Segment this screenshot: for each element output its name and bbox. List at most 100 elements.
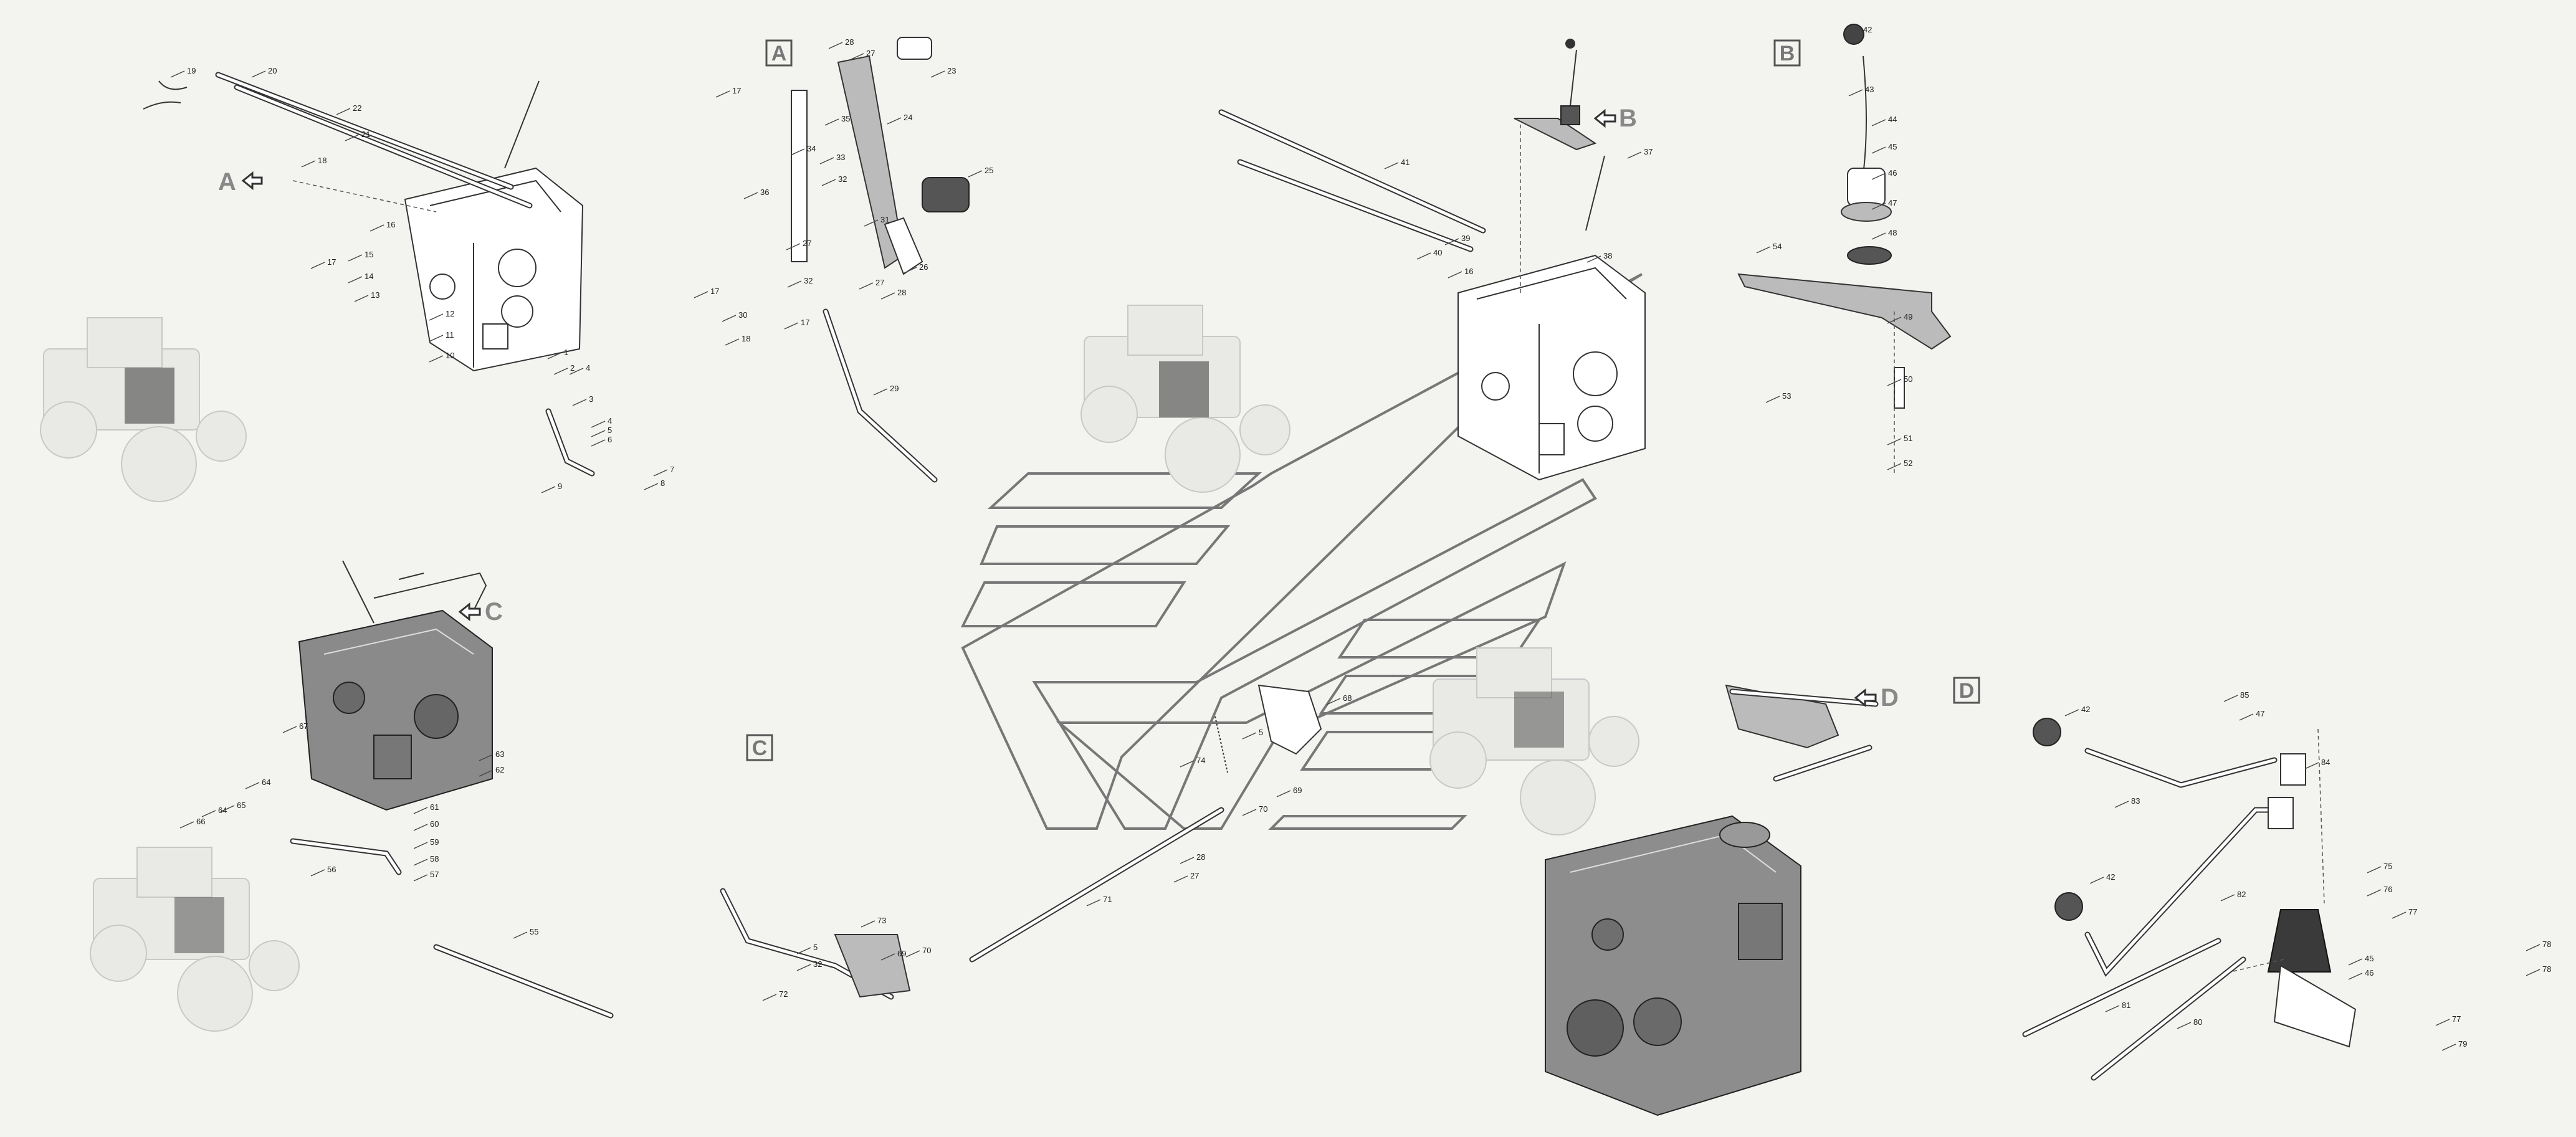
callout-67: 67 <box>299 721 308 731</box>
callout-leader <box>644 483 659 490</box>
callout-leader <box>930 70 945 78</box>
callout-5: 5 <box>608 426 612 435</box>
callout-31: 31 <box>880 215 889 224</box>
callout-leader <box>1086 899 1101 906</box>
callout-leader <box>859 282 874 290</box>
callout-48: 48 <box>1888 228 1897 237</box>
callout-3: 3 <box>589 394 593 404</box>
callout-78-22: 78 <box>2542 964 2551 974</box>
callout-leader <box>413 824 428 831</box>
callout-14: 14 <box>365 272 373 281</box>
callout-84: 84 <box>2321 758 2330 767</box>
callout-17-15: 17 <box>732 86 741 95</box>
callout-leader <box>2526 969 2540 976</box>
section-label-a: A <box>765 39 793 67</box>
callout-leader <box>2392 911 2407 919</box>
callout-leader <box>968 170 983 178</box>
callout-30: 30 <box>738 310 747 320</box>
svg-text:D: D <box>1959 679 1975 703</box>
alignment-lines <box>292 125 2325 973</box>
callout-10: 10 <box>446 351 454 360</box>
callout-leader <box>2526 944 2540 951</box>
callout-9: 9 <box>558 482 562 491</box>
callout-5-7: 5 <box>1259 728 1263 737</box>
callout-77: 77 <box>2408 907 2417 916</box>
callout-42-17: 42 <box>2106 872 2115 882</box>
callout-53: 53 <box>1782 391 1791 401</box>
callout-leader <box>336 108 351 115</box>
callout-leader <box>553 368 568 375</box>
callout-11: 11 <box>446 330 454 340</box>
callout-leader <box>2367 889 2382 897</box>
callout-35: 35 <box>841 114 850 123</box>
tractor-ghost-bottom-left <box>90 847 300 1032</box>
gearbox-left-shaded <box>298 560 493 811</box>
callout-leader <box>370 224 384 232</box>
callout-leader <box>2348 958 2363 966</box>
callout-15: 15 <box>365 250 373 259</box>
callout-50: 50 <box>1904 374 1912 384</box>
callout-leader <box>1444 238 1459 245</box>
callout-leader <box>429 313 444 321</box>
callout-65: 65 <box>237 801 246 810</box>
pointer-d: D <box>1854 684 1899 711</box>
callout-leader <box>1276 790 1291 797</box>
callout-24: 24 <box>904 113 912 122</box>
callout-41: 41 <box>1401 158 1410 167</box>
callout-leader <box>880 953 895 961</box>
callout-40: 40 <box>1433 248 1442 257</box>
section-label-c: C <box>746 734 773 761</box>
callout-27-3: 27 <box>803 239 811 248</box>
callout-leader <box>1586 255 1601 263</box>
callout-49: 49 <box>1904 312 1912 321</box>
callout-leader <box>1871 119 1886 126</box>
section-label-d: D <box>1953 677 1980 704</box>
callout-leader <box>2367 866 2382 873</box>
callout-28-5: 28 <box>897 288 906 297</box>
callout-leader <box>1384 162 1399 169</box>
callout-leader <box>1846 29 1861 37</box>
callout-68: 68 <box>1343 693 1352 703</box>
callout-81: 81 <box>2122 1001 2130 1010</box>
callout-leader <box>902 267 917 274</box>
callout-leader <box>1173 875 1188 883</box>
callout-leader <box>1871 202 1886 210</box>
callout-60: 60 <box>430 819 439 829</box>
callout-17-2: 17 <box>801 318 809 327</box>
callout-80: 80 <box>2193 1017 2202 1027</box>
callout-34: 34 <box>807 144 816 153</box>
callout-leader <box>2177 1022 2192 1029</box>
callout-85: 85 <box>2240 690 2249 700</box>
callout-37: 37 <box>1644 147 1653 156</box>
callout-47-18: 47 <box>2256 709 2264 718</box>
callout-leader <box>413 807 428 814</box>
callout-42: 42 <box>1863 25 1872 34</box>
callout-12: 12 <box>446 309 454 318</box>
svg-text:B: B <box>1780 42 1795 65</box>
callout-leader <box>348 254 363 262</box>
callout-39: 39 <box>1461 234 1470 243</box>
callout-4: 4 <box>608 416 612 426</box>
callout-55: 55 <box>530 927 538 936</box>
pointer-a: A <box>218 168 263 196</box>
callout-32-6: 32 <box>804 276 813 285</box>
callout-leader <box>725 338 740 346</box>
callout-leader <box>301 160 316 168</box>
callout-47: 47 <box>1888 198 1897 207</box>
callout-4-25: 4 <box>586 363 590 373</box>
callout-75: 75 <box>2383 862 2392 871</box>
callout-leader <box>864 219 879 227</box>
callout-56: 56 <box>327 865 336 874</box>
callout-70: 70 <box>1259 804 1267 814</box>
callout-16-23: 16 <box>1464 267 1473 276</box>
callout-leader <box>2064 709 2079 716</box>
gearbox-top-left <box>404 80 584 372</box>
svg-text:C: C <box>752 736 768 760</box>
tractor-ghost-left <box>40 317 247 502</box>
callout-leader <box>413 859 428 866</box>
callout-2: 2 <box>570 363 575 373</box>
callout-25: 25 <box>985 166 993 175</box>
callout-leader <box>2348 973 2363 980</box>
linkage-rods <box>143 24 2357 1081</box>
callout-leader <box>796 964 811 971</box>
